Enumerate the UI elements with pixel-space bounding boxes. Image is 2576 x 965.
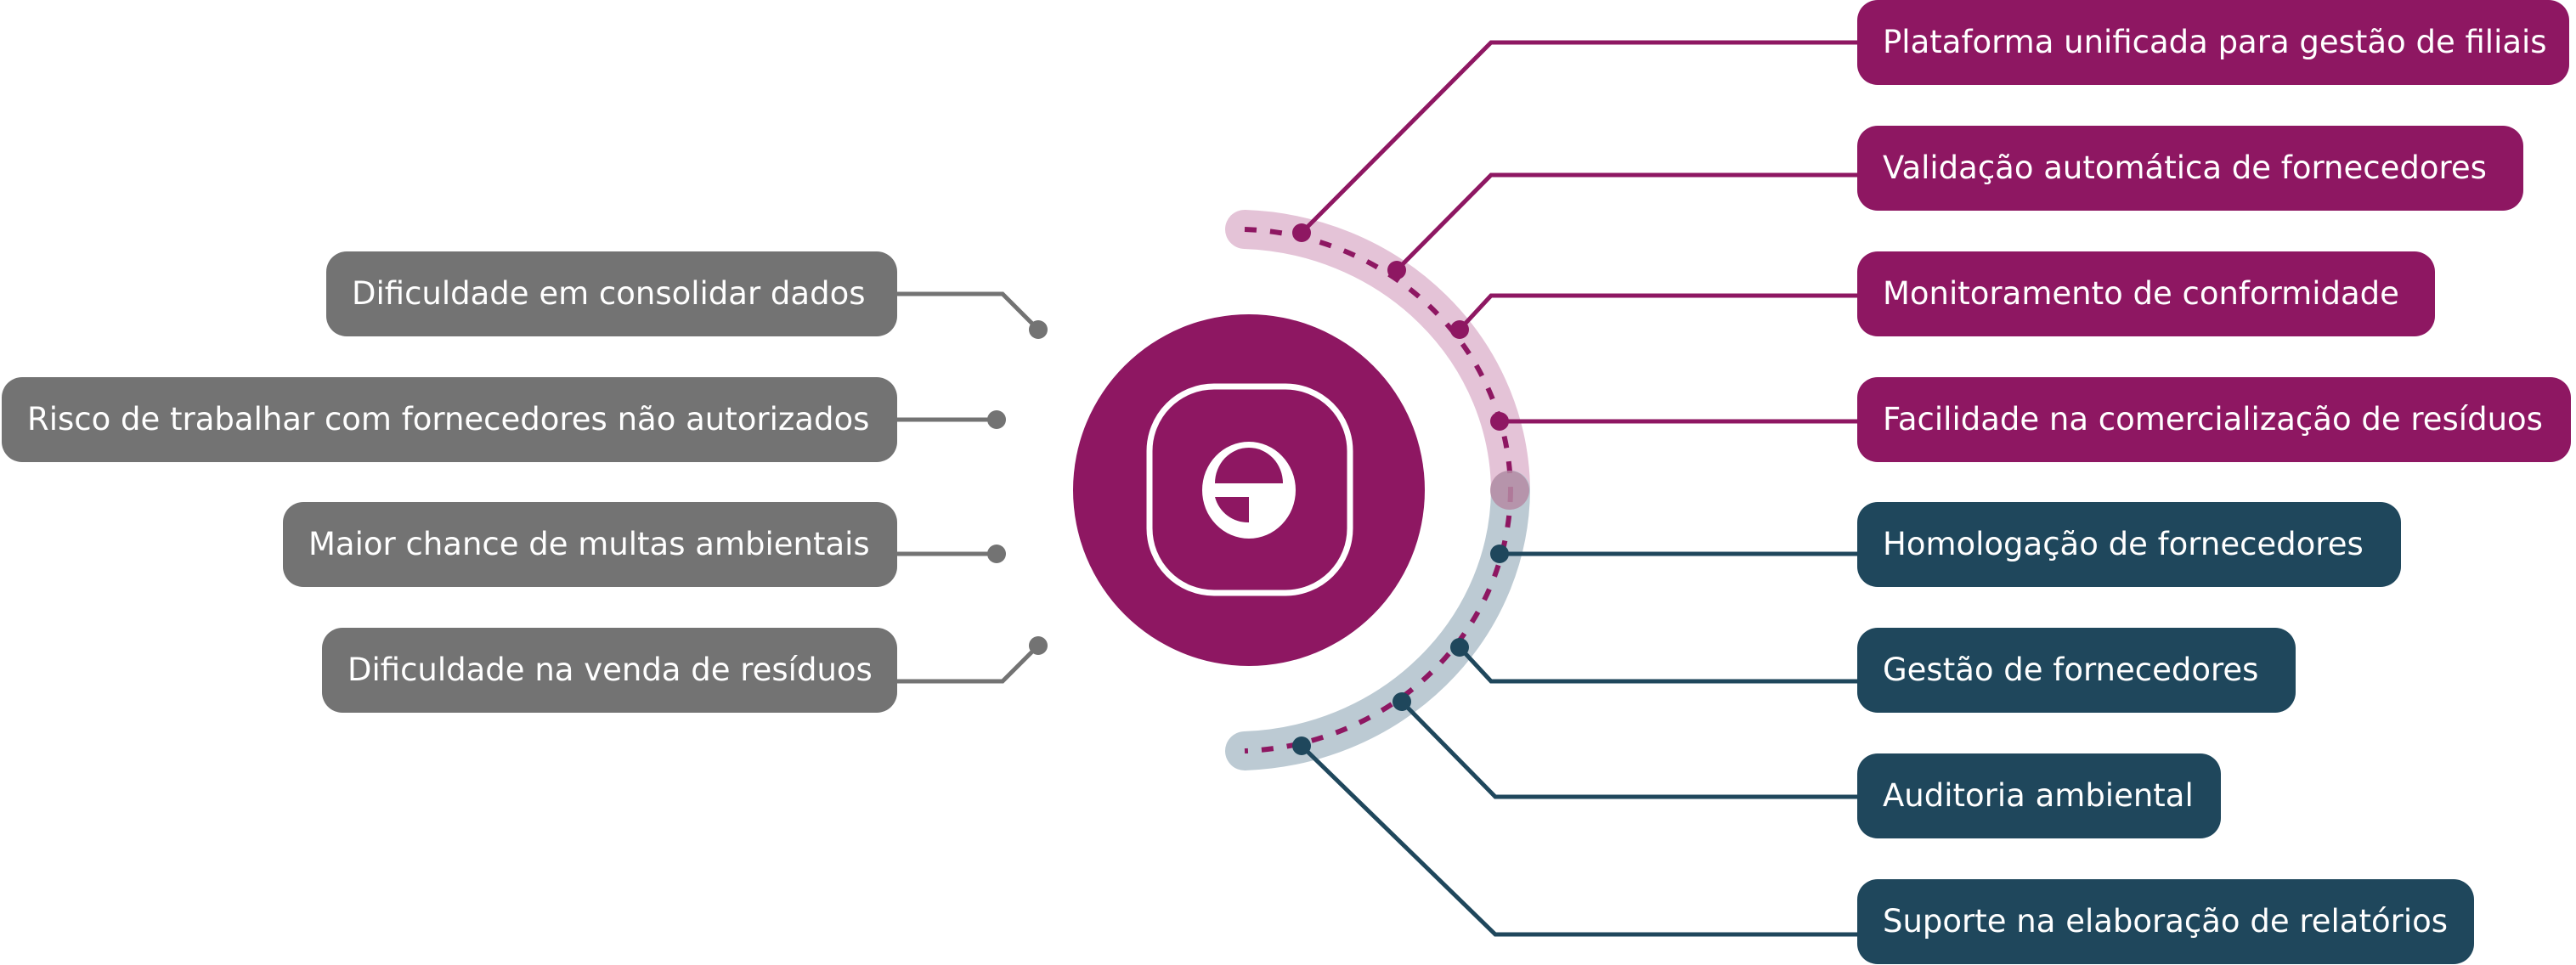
solution-connectors-secondary: [1300, 551, 1857, 937]
solution-connector-dots-secondary: [1292, 545, 1509, 755]
problem-box: Dificuldade na venda de resíduos: [322, 628, 897, 713]
solution-label: Monitoramento de conformidade: [1883, 275, 2399, 312]
solution-label: Plataforma unificada para gestão de fili…: [1883, 24, 2547, 60]
solution-box: Facilidade na comercialização de resíduo…: [1857, 377, 2571, 462]
problem-connectors: [896, 291, 1040, 684]
solution-label: Suporte na elaboração de relatórios: [1883, 903, 2449, 940]
solution-box: Suporte na elaboração de relatórios: [1857, 879, 2474, 964]
solution-label: Gestão de fornecedores: [1883, 652, 2259, 688]
brand-logo-icon: [1146, 383, 1353, 596]
problem-label: Maior chance de multas ambientais: [308, 526, 870, 562]
solution-box: Gestão de fornecedores: [1857, 628, 2296, 713]
problem-box: Dificuldade em consolidar dados: [326, 251, 897, 336]
problem-label: Dificuldade na venda de resíduos: [347, 652, 873, 688]
problem-label: Risco de trabalhar com fornecedores não …: [27, 401, 870, 437]
solution-box: Homologação de fornecedores: [1857, 502, 2401, 587]
arc-midpoint-node: [1490, 471, 1529, 510]
solution-label: Validação automática de fornecedores: [1883, 150, 2487, 186]
solution-connectors-primary: [1300, 40, 1857, 424]
solution-label: Auditoria ambiental: [1883, 777, 2194, 814]
solution-box: Auditoria ambiental: [1857, 753, 2221, 838]
problem-label: Dificuldade em consolidar dados: [352, 275, 866, 312]
solution-connector-dots-primary: [1292, 223, 1509, 431]
solution-box: Plataforma unificada para gestão de fili…: [1857, 0, 2569, 85]
problem-box: Maior chance de multas ambientais: [283, 502, 897, 587]
solution-box: Validação automática de fornecedores: [1857, 126, 2523, 211]
solution-label: Facilidade na comercialização de resíduo…: [1883, 401, 2543, 437]
solution-label: Homologação de fornecedores: [1883, 526, 2364, 562]
problem-connector-dots: [987, 320, 1048, 655]
problem-box: Risco de trabalhar com fornecedores não …: [2, 377, 897, 462]
solution-box: Monitoramento de conformidade: [1857, 251, 2435, 336]
